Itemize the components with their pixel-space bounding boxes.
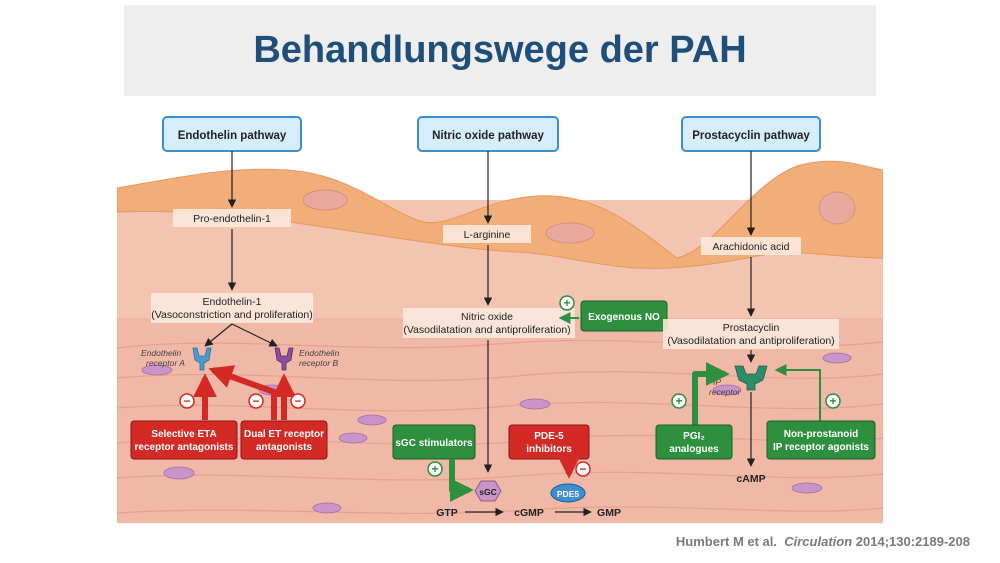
cgmp-label: cGMP (514, 507, 544, 519)
l-arginine-label: L-arginine (464, 229, 511, 241)
nitric-oxide-note: (Vasodilatation and antiproliferation) (403, 324, 570, 336)
dual-et-line1: Dual ET receptor (244, 429, 324, 440)
drug-box-pgi2-analogues: PGI₂ analogues (655, 424, 733, 460)
endothelin-receptor-a-icon (192, 347, 212, 371)
svg-text:+: + (563, 296, 570, 310)
svg-text:−: − (252, 394, 259, 408)
gtp-label: GTP (436, 507, 458, 519)
header-prostacyclin-label: Prostacyclin pathway (692, 130, 810, 142)
plus-badge: + (559, 295, 575, 311)
svg-text:+: + (675, 394, 682, 408)
pde5-inhibitors-line2: inhibitors (526, 444, 572, 455)
endothelium-layer (117, 160, 883, 269)
smooth-muscle-nucleus (312, 502, 342, 514)
endothelin-1-note: (Vasoconstriction and proliferation) (151, 309, 312, 321)
arrow-endothelin-to-receptor-b (231, 323, 278, 347)
header-nitric-oxide-pathway: Nitric oxide pathway (417, 116, 559, 152)
smooth-muscle-nucleus (357, 414, 387, 426)
endothelial-nucleus (818, 191, 856, 225)
drug-box-selective-eta: Selective ETA receptor antagonists (130, 420, 238, 460)
header-nitric-oxide-label: Nitric oxide pathway (432, 130, 544, 142)
exogenous-no-label: Exogenous NO (588, 312, 660, 323)
receptor-a-label-line1: Endothelin (141, 348, 181, 358)
dual-et-line2: antagonists (256, 442, 313, 453)
selective-eta-line1: Selective ETA (151, 429, 216, 440)
citation: Humbert M et al. Circulation 2014;130:21… (676, 534, 970, 549)
arachidonic-acid-label: Arachidonic acid (712, 241, 789, 253)
camp-label: cAMP (736, 473, 765, 485)
pde5-enzyme-label: PDE5 (557, 489, 579, 499)
pde5-inhibitors-line1: PDE-5 (534, 431, 564, 442)
pde5-enzyme-icon: PDE5 (550, 483, 586, 503)
header-endothelin-pathway: Endothelin pathway (162, 116, 302, 152)
ip-receptor-icon (734, 365, 768, 391)
svg-text:−: − (579, 462, 586, 476)
smooth-muscle-nucleus (163, 466, 195, 480)
pgi2-line2: analogues (669, 444, 719, 455)
stimulate-arrow-sgc (449, 459, 474, 502)
endothelin-1-label: Endothelin-1 (203, 296, 262, 308)
minus-badge: − (290, 393, 306, 409)
svg-text:−: − (294, 394, 301, 408)
drug-box-exogenous-no: Exogenous NO (580, 300, 668, 332)
pah-pathways-diagram: Endothelin pathway Nitric oxide pathway … (117, 108, 883, 523)
sgc-enzyme-label: sGC (479, 487, 496, 497)
pgi2-line1: PGI₂ (683, 431, 705, 442)
prostacyclin-note: (Vasodilatation and antiproliferation) (667, 335, 834, 347)
minus-badge: − (179, 393, 195, 409)
stimulate-arrow-non-prostanoid (774, 364, 821, 421)
endothelial-nucleus (302, 189, 348, 211)
arrow-endothelin-to-receptor-a (204, 323, 233, 347)
header-endothelin-label: Endothelin pathway (178, 130, 287, 142)
minus-badge: − (575, 461, 591, 477)
pro-endothelin-label: Pro-endothelin-1 (193, 213, 271, 225)
minus-badge: − (248, 393, 264, 409)
non-prostanoid-line2: IP receptor agonists (773, 442, 869, 453)
svg-text:−: − (183, 394, 190, 408)
drug-box-non-prostanoid: Non-prostanoid IP receptor agonists (766, 420, 876, 460)
receptor-b-label-line2: receptor B (299, 358, 339, 368)
sgc-enzyme-icon: sGC (474, 480, 502, 502)
plus-badge: + (427, 461, 443, 477)
title-band: Behandlungswege der PAH (124, 5, 876, 96)
smooth-muscle-nucleus (822, 352, 852, 364)
header-prostacyclin-pathway: Prostacyclin pathway (681, 116, 821, 152)
smooth-muscle-nucleus (791, 482, 823, 494)
ip-receptor-label-line2: receptor (709, 387, 741, 397)
endothelin-receptor-b-icon (274, 347, 294, 371)
drug-box-pde5-inhibitors: PDE-5 inhibitors (508, 424, 590, 460)
drug-box-dual-et: Dual ET receptor antagonists (240, 420, 328, 460)
svg-text:+: + (431, 462, 438, 476)
citation-details: 2014;130:2189-208 (855, 534, 970, 549)
smooth-muscle-nucleus (338, 432, 368, 444)
endothelial-nucleus (545, 222, 595, 244)
plus-badge: + (825, 393, 841, 409)
receptor-b-label-line1: Endothelin (299, 348, 339, 358)
sgc-stimulators-label: sGC stimulators (395, 438, 473, 449)
stimulate-arrow-pgi2 (692, 362, 730, 425)
gmp-label: GMP (597, 507, 621, 519)
svg-text:+: + (829, 394, 836, 408)
smooth-muscle-nucleus (141, 364, 173, 376)
non-prostanoid-line1: Non-prostanoid (784, 429, 858, 440)
citation-authors: Humbert M et al. (675, 534, 778, 549)
citation-journal: Circulation (784, 534, 853, 549)
receptor-a-label-line2: receptor A (146, 358, 185, 368)
selective-eta-line2: receptor antagonists (135, 442, 234, 453)
smooth-muscle-nucleus (519, 398, 551, 410)
prostacyclin-label: Prostacyclin (723, 322, 780, 334)
ip-receptor-label-line1: IP (713, 377, 721, 387)
slide-title: Behandlungswege der PAH (253, 29, 747, 71)
plus-badge: + (671, 393, 687, 409)
drug-box-sgc-stimulators: sGC stimulators (392, 424, 476, 460)
nitric-oxide-label: Nitric oxide (461, 311, 513, 323)
